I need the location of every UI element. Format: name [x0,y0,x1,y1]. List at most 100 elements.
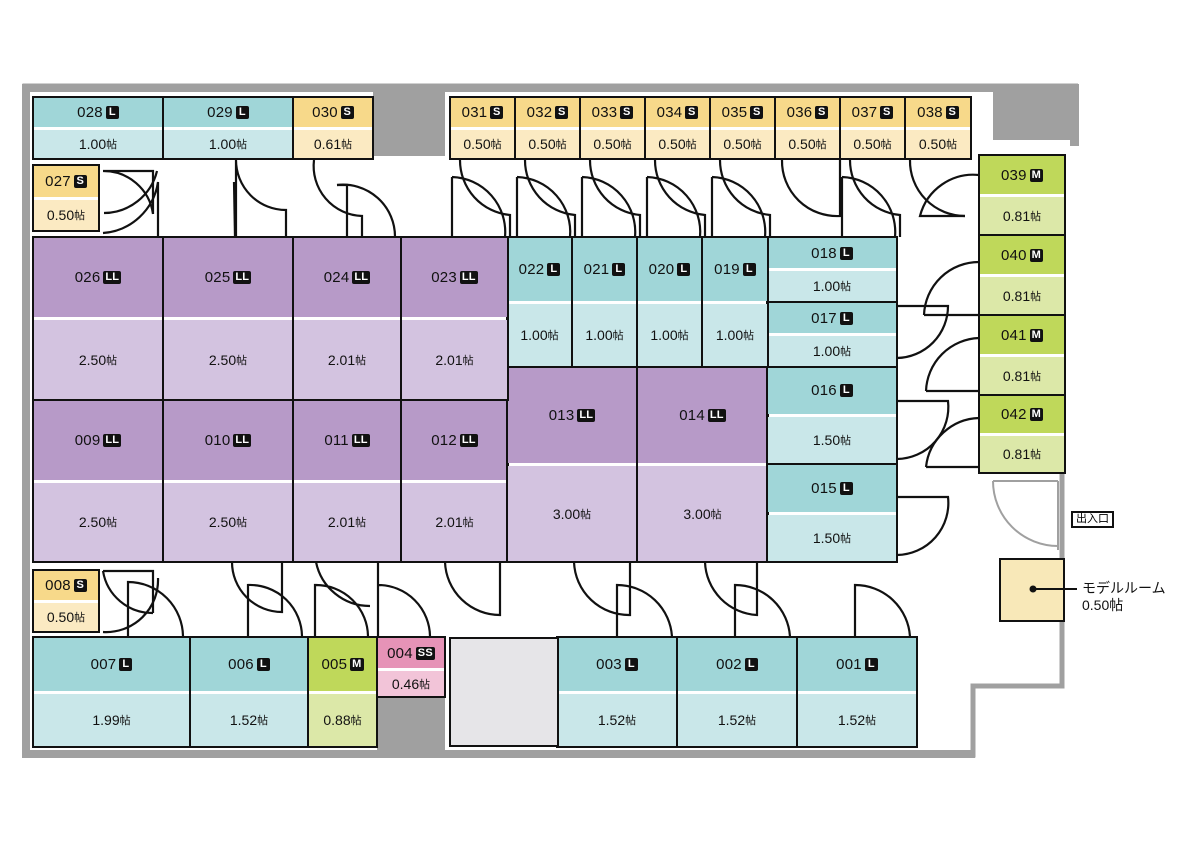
size-badge: S [555,106,569,119]
area-unit: 帖 [815,139,827,151]
door-swing [515,159,577,238]
area-unit: 帖 [236,354,248,367]
unit-number: 008 [45,577,71,594]
size-badge: L [612,263,626,276]
door-swing [780,159,842,218]
door-swing [443,561,502,617]
unit-number: 027 [45,173,71,190]
area-value: 0.61 [313,136,342,152]
size-badge: L [624,658,638,671]
size-badge: LL [233,271,252,284]
door-swing [896,495,950,557]
area-unit: 帖 [490,139,502,151]
unit-number: 021 [583,261,610,278]
unit-number: 026 [74,269,101,286]
area-value: 1.00 [520,327,548,343]
size-badge: M [1029,328,1043,342]
door-swing [853,583,912,638]
unit-number: 009 [74,432,101,449]
unit-number: 033 [591,104,618,121]
area-value: 1.00 [585,327,613,343]
unit-number: 034 [656,104,683,121]
area-value: 0.50 [463,136,491,152]
door-swing [234,159,288,237]
model-room[interactable] [999,558,1065,622]
size-badge: LL [352,271,371,284]
door-swing [703,561,792,638]
area-value: 1.00 [78,136,107,152]
unit-number: 039 [1000,166,1027,184]
size-badge: LL [707,408,726,422]
area-unit: 帖 [236,517,248,529]
size-badge: L [256,658,270,671]
area-unit: 帖 [840,346,852,358]
area-unit: 帖 [946,139,958,151]
size-badge: LL [103,271,122,284]
area-value: 0.50 [853,136,881,152]
unit-number: 024 [323,269,350,286]
area-value: 0.50 [528,136,556,152]
area-unit: 帖 [625,715,637,727]
area-unit: 帖 [106,517,118,529]
area-value: 1.50 [812,432,841,448]
door-swing [580,159,642,238]
entrance-door[interactable] [992,480,1059,550]
